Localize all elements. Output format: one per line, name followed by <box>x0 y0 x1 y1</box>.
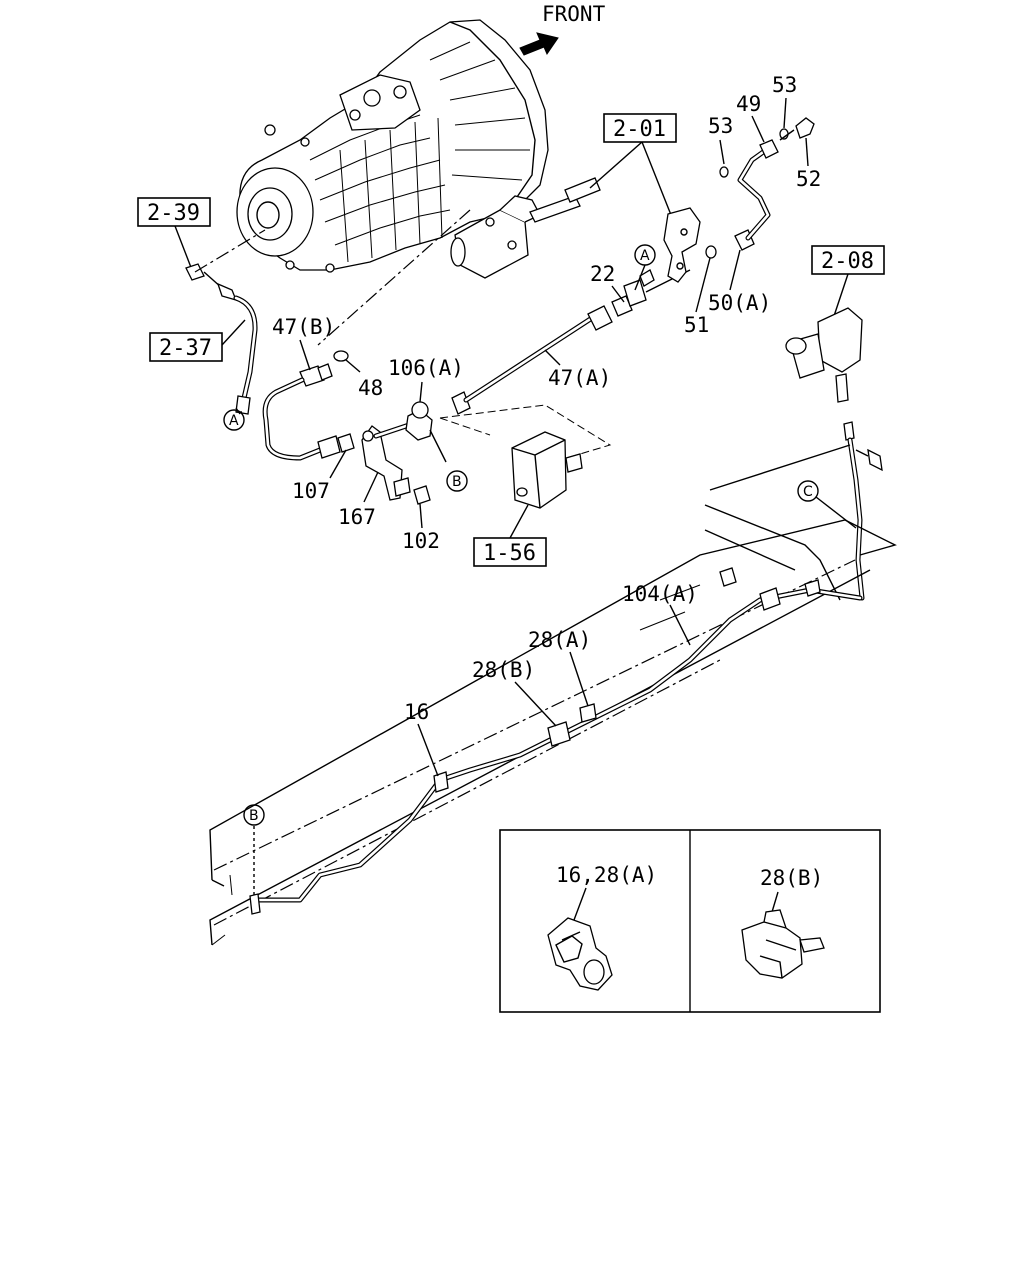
label-48: 48 <box>358 376 383 400</box>
transmission-assembly <box>236 19 601 279</box>
label-104a: 104(A) <box>622 582 698 606</box>
clip-28a <box>579 703 597 723</box>
washer-48 <box>333 350 349 362</box>
label-167: 167 <box>338 505 376 529</box>
valve-106a-bracket <box>361 401 447 505</box>
label-106a: 106(A) <box>388 356 464 380</box>
svg-text:B: B <box>249 808 259 824</box>
pipe-47b <box>262 363 355 461</box>
label-53-right: 53 <box>772 73 797 97</box>
label-28b: 28(B) <box>472 658 535 682</box>
marker-b-upper: B <box>446 470 468 492</box>
part-labels: 53 53 49 52 22 51 50(A) 47(B) 48 106(A) … <box>272 73 821 777</box>
clip-28b <box>547 721 571 747</box>
marker-b-lower: B <box>243 804 265 826</box>
label-16: 16 <box>404 700 429 724</box>
detail-inset: 16,28(A) 28(B) <box>499 829 881 1013</box>
ref-box-2-01[interactable]: 2-01 <box>603 113 677 143</box>
front-arrow-icon <box>519 32 559 56</box>
label-22: 22 <box>590 262 615 286</box>
ref-box-2-37[interactable]: 2-37 <box>149 332 223 362</box>
label-47a: 47(A) <box>548 366 611 390</box>
master-cylinder-2-08 <box>785 307 863 441</box>
marker-c: C <box>797 480 857 529</box>
inset-label-left: 16,28(A) <box>556 863 657 887</box>
pipe-47a <box>451 269 691 415</box>
valve-1-56 <box>439 404 612 509</box>
bracket-2-01 <box>663 117 815 283</box>
label-102: 102 <box>402 529 440 553</box>
label-51: 51 <box>684 313 709 337</box>
label-52: 52 <box>796 167 821 191</box>
svg-text:A: A <box>229 413 239 429</box>
pipe-104a <box>249 567 863 915</box>
front-label: FRONT <box>542 2 606 26</box>
ref-box-2-39-label: 2-39 <box>147 201 200 226</box>
front-direction-indicator: FRONT <box>519 2 606 56</box>
ref-box-2-37-label: 2-37 <box>159 336 212 361</box>
ref-box-2-08-label: 2-08 <box>821 249 874 274</box>
ref-box-2-08[interactable]: 2-08 <box>811 245 885 275</box>
label-28a: 28(A) <box>528 628 591 652</box>
label-49: 49 <box>736 92 761 116</box>
clip-28b-detail <box>741 909 825 979</box>
clip-16 <box>433 771 449 793</box>
label-50a: 50(A) <box>708 291 771 315</box>
svg-text:B: B <box>452 474 462 490</box>
inset-label-right: 28(B) <box>760 866 823 890</box>
washer-51 <box>705 245 717 259</box>
label-107: 107 <box>292 479 330 503</box>
marker-a-upper: A <box>634 244 656 291</box>
marker-a-lower: A <box>223 409 245 431</box>
svg-text:A: A <box>640 248 650 264</box>
label-47b: 47(B) <box>272 315 335 339</box>
svg-text:C: C <box>803 484 813 500</box>
label-53-left: 53 <box>708 114 733 138</box>
clip-16-28a-detail <box>547 917 613 991</box>
ref-box-2-01-label: 2-01 <box>613 117 666 142</box>
ref-box-1-56[interactable]: 1-56 <box>473 537 547 567</box>
ref-box-2-39[interactable]: 2-39 <box>137 197 211 227</box>
ref-box-1-56-label: 1-56 <box>483 541 536 566</box>
